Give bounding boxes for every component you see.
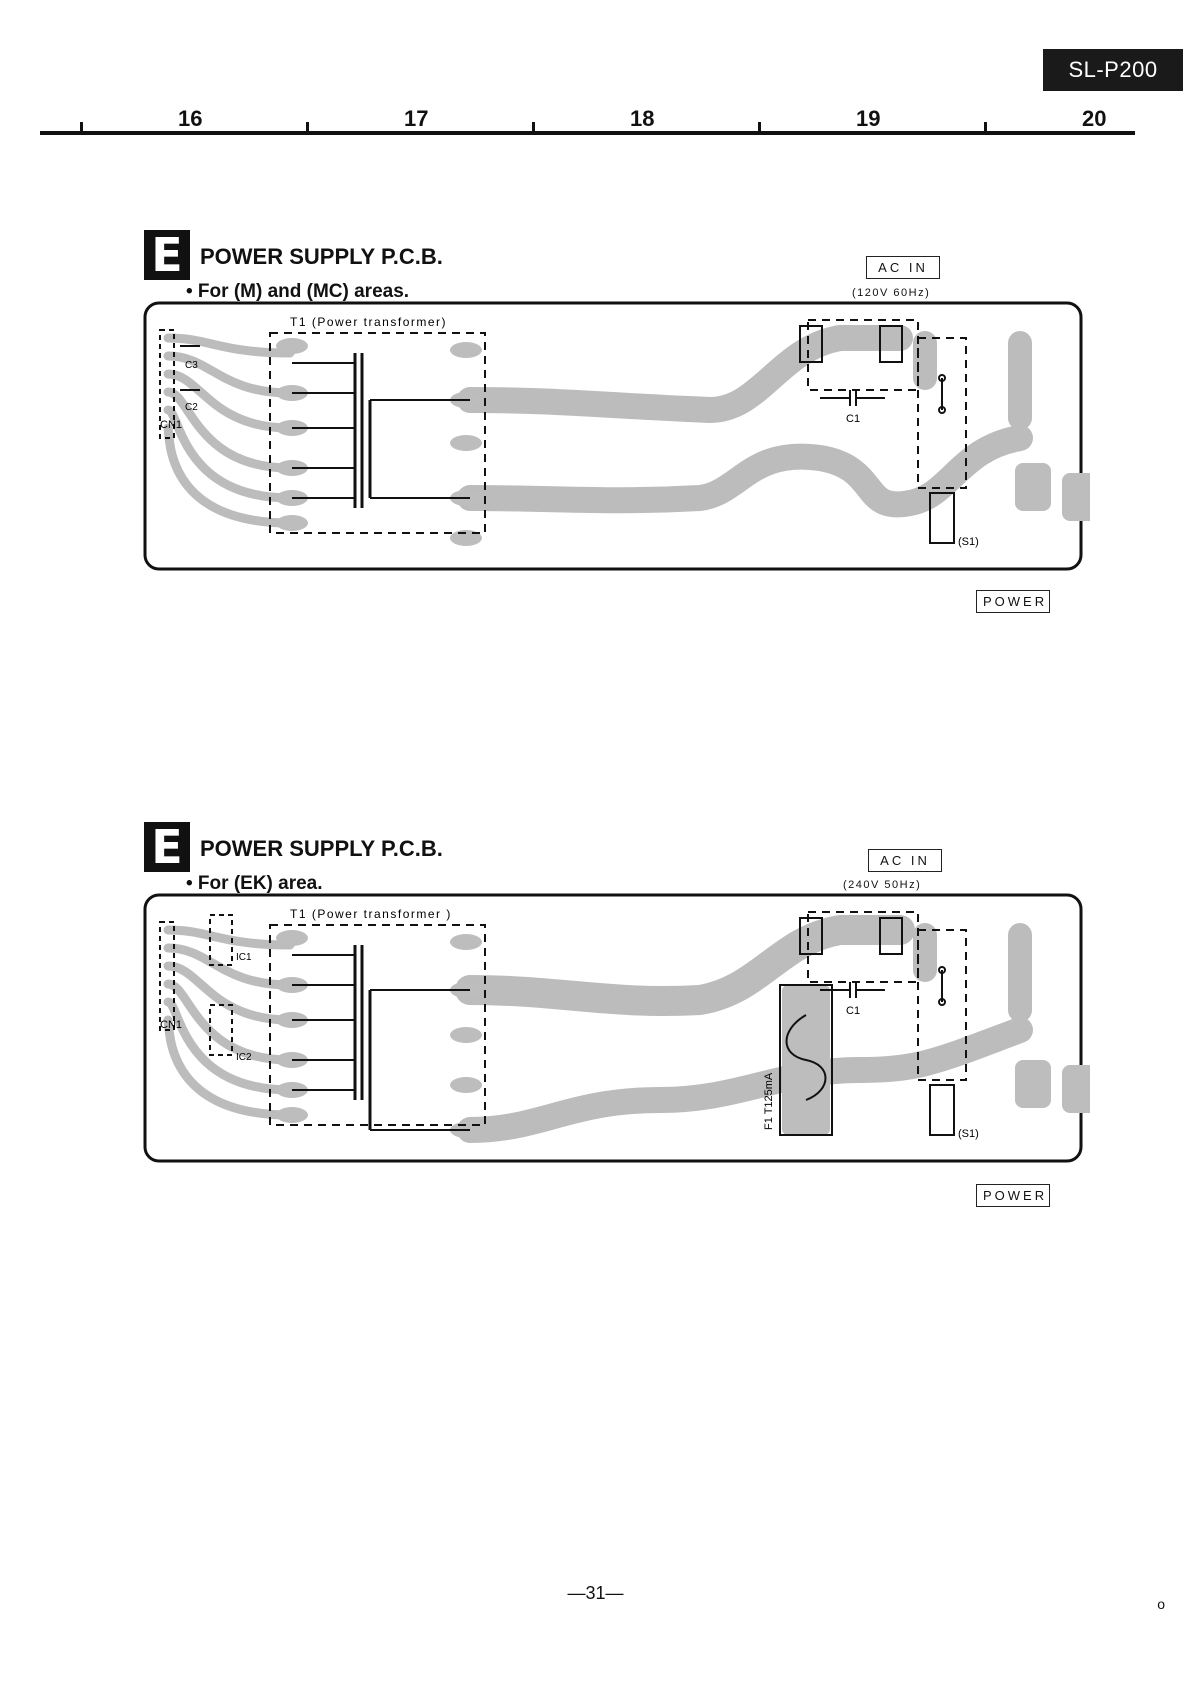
section-title: POWER SUPPLY P.C.B.: [200, 836, 443, 862]
ruler-tick: [80, 122, 83, 135]
ruler-tick: [984, 122, 987, 135]
page-number: —31—: [0, 1583, 1191, 1604]
section-badge: E: [144, 822, 190, 872]
switch-label: (S1): [958, 536, 979, 548]
column-number: 20: [1082, 106, 1106, 132]
ac-in-label: AC IN: [868, 849, 942, 872]
switch-label: (S1): [958, 1128, 979, 1140]
corner-mark: o: [1157, 1596, 1165, 1612]
copper-traces: [168, 930, 1020, 1130]
ac-in-label: AC IN: [866, 256, 940, 279]
transformer-label: T1 (Power transformer): [290, 315, 447, 329]
cn1-label: CN1: [160, 419, 182, 431]
power-label: POWER: [976, 1184, 1050, 1207]
power-label: POWER: [976, 590, 1050, 613]
ruler-tick: [306, 122, 309, 135]
fuse-label: F1 T125mA: [763, 1072, 775, 1130]
ic1-label: IC1: [236, 952, 252, 963]
column-ruler: [40, 131, 1135, 135]
section-badge: E: [144, 230, 190, 280]
cn1-label: CN1: [160, 1019, 182, 1031]
pcb-layout-1: CN1 C3 C2 T1 (Power transformer) C1 (S1): [140, 298, 1090, 598]
solder-pads: [276, 338, 1090, 546]
c2-label: C2: [185, 402, 198, 413]
c3-label: C3: [185, 360, 198, 371]
c1-label: C1: [846, 1005, 860, 1017]
transformer-label: T1 (Power transformer ): [290, 907, 452, 921]
model-badge: SL-P200: [1043, 49, 1183, 91]
ruler-tick: [532, 122, 535, 135]
column-number: 17: [404, 106, 428, 132]
column-number: 16: [178, 106, 202, 132]
column-number: 19: [856, 106, 880, 132]
pcb-layout-2: CN1 IC1 IC2 T1 (Power transformer ) F1 T…: [140, 890, 1090, 1190]
ruler-tick: [758, 122, 761, 135]
ic2-label: IC2: [236, 1052, 252, 1063]
c1-label: C1: [846, 413, 860, 425]
column-number: 18: [630, 106, 654, 132]
section-title: POWER SUPPLY P.C.B.: [200, 244, 443, 270]
